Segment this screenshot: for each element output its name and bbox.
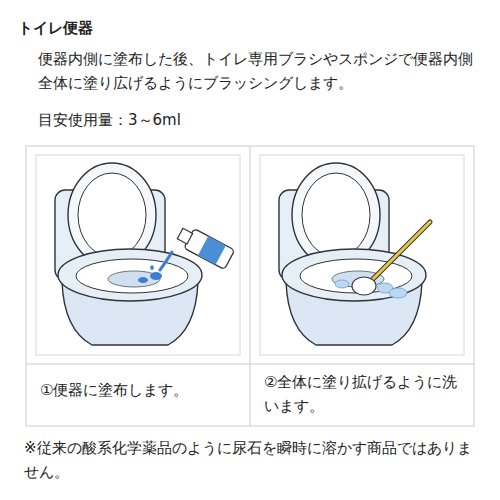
footnote: ※従来の酸系化学薬品のように尿石を瞬時に溶かす商品ではありません。 [24, 436, 484, 484]
step-caption: ①便器に塗布します。 [40, 378, 240, 402]
step-caption: ②全体に塗り拡げるように洗います。 [264, 370, 464, 418]
toilet-illustration [279, 163, 430, 345]
toilet-illustration [55, 163, 235, 345]
body-text: 便器内側に塗布した後、トイレ専用ブラシやスポンジで便器内側全体に塗り広げるように… [38, 47, 484, 95]
table-divider [250, 146, 251, 426]
section-title: トイレ便器 [18, 17, 318, 40]
image-frame [260, 155, 464, 355]
table-frame [26, 146, 474, 426]
usage-amount: 目安使用量：3～6ml [38, 108, 478, 132]
image-frame [36, 155, 240, 355]
table-divider [26, 364, 474, 365]
